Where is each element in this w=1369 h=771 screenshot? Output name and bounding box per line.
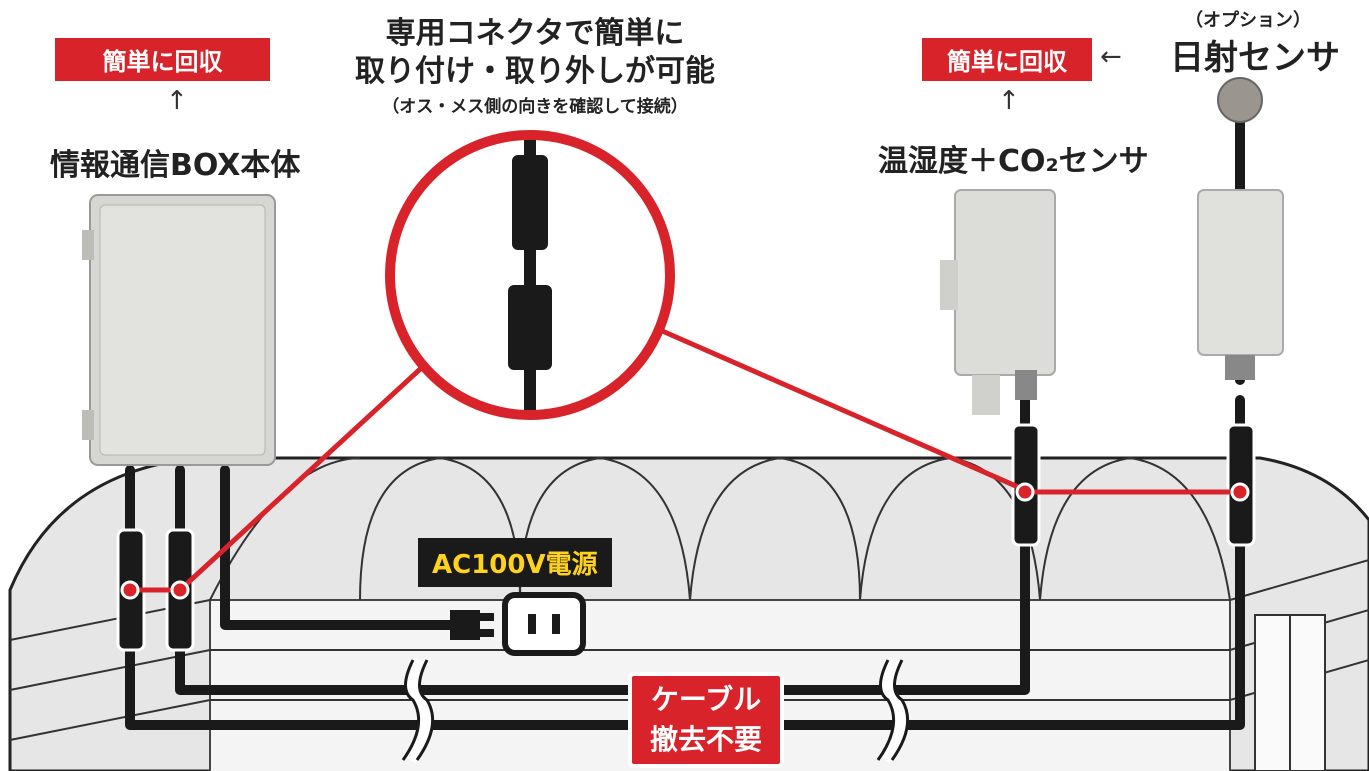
connector-zoom-circle xyxy=(178,130,1027,592)
up-arrow-icon: ↑ xyxy=(998,86,1020,116)
power-outlet-icon xyxy=(502,592,586,656)
connector-note: （オス・メス側の向きを確認して接続） xyxy=(382,97,688,117)
sensor-caption: 温湿度＋CO₂センサ xyxy=(878,144,1149,179)
power-plug xyxy=(450,610,494,640)
left-arrow-icon: ← xyxy=(1100,42,1122,72)
temp-humidity-co2-sensor xyxy=(940,189,1056,415)
up-arrow-icon: ↑ xyxy=(166,86,188,116)
solar-radiation-sensor xyxy=(1197,77,1284,380)
solar-sensor-name: 日射センサ xyxy=(1170,38,1340,78)
box-caption: 情報通信BOX本体 xyxy=(50,148,301,183)
connector-heading-line2: 取り付け・取り外しが可能 xyxy=(355,54,715,89)
cable-break-marks xyxy=(405,657,907,764)
right-collect-badge: 簡単に回収 xyxy=(922,38,1092,81)
connection-dots xyxy=(120,482,1250,600)
option-note: （オプション） xyxy=(1185,10,1311,31)
cable-line2: 撤去不要 xyxy=(650,723,763,756)
power-label: AC100V電源 xyxy=(418,538,612,587)
cable-line1: ケーブル xyxy=(650,683,762,716)
communication-box xyxy=(82,194,276,466)
connector-heading-line1: 専用コネクタで簡単に xyxy=(385,16,685,51)
cable-not-required-badge: ケーブル 撤去不要 xyxy=(628,672,785,768)
left-collect-badge: 簡単に回収 xyxy=(55,38,270,81)
